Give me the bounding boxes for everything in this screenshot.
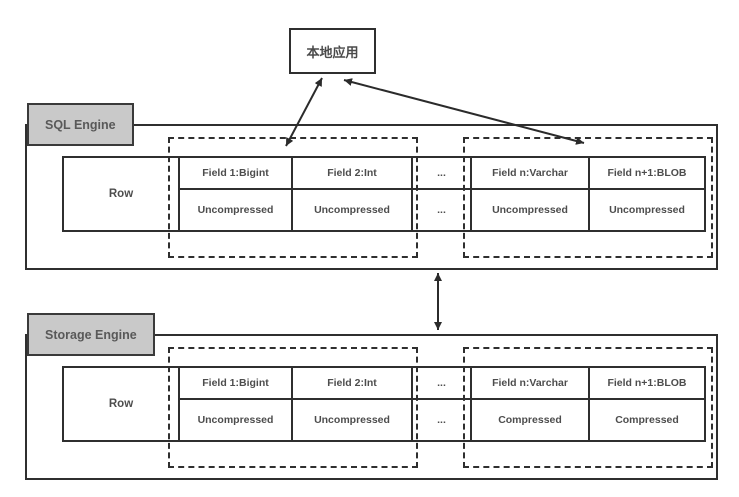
field-name: Field 2:Int: [293, 158, 411, 190]
sql-field-cell-blob: Field n+1:BLOB Uncompressed: [588, 156, 706, 232]
field-name: Field 1:Bigint: [180, 368, 291, 400]
storage-field-cells: Field 1:Bigint Uncompressed Field 2:Int …: [178, 366, 706, 442]
storage-uncompressed-dashed-group: [168, 347, 418, 468]
storage-field-cell-varchar: Field n:Varchar Compressed: [470, 366, 590, 442]
field-name: Field n:Varchar: [472, 158, 588, 190]
field-name: ...: [413, 368, 470, 400]
sql-field-cell-varchar: Field n:Varchar Uncompressed: [470, 156, 590, 232]
field-state: Uncompressed: [492, 204, 568, 216]
field-name: Field 2:Int: [293, 368, 411, 400]
field-name: Field n:Varchar: [472, 368, 588, 400]
sql-field-cell-bigint: Field 1:Bigint Uncompressed: [178, 156, 293, 232]
storage-row-label: Row: [108, 398, 134, 410]
sql-field-cells: Field 1:Bigint Uncompressed Field 2:Int …: [178, 156, 706, 232]
field-state: Uncompressed: [314, 414, 390, 426]
field-state: Compressed: [615, 414, 679, 426]
field-state: Compressed: [498, 414, 562, 426]
storage-field-cell-bigint: Field 1:Bigint Uncompressed: [178, 366, 293, 442]
field-name: ...: [413, 158, 470, 190]
sql-engine-label: SQL Engine: [27, 103, 134, 146]
storage-ellipsis-cell: ... ...: [411, 366, 472, 442]
sql-fixed-fields-dashed-group: [168, 137, 418, 258]
field-name: Field 1:Bigint: [180, 158, 291, 190]
storage-engine-label: Storage Engine: [27, 313, 155, 356]
sql-field-cell-int: Field 2:Int Uncompressed: [291, 156, 413, 232]
storage-row-box: Row: [62, 366, 180, 442]
field-state: ...: [437, 204, 446, 216]
sql-row-box: Row: [62, 156, 180, 232]
field-name: Field n+1:BLOB: [590, 368, 704, 400]
local-app-box: 本地应用: [289, 28, 376, 74]
field-state: Uncompressed: [197, 204, 274, 216]
field-state: Uncompressed: [314, 204, 390, 216]
local-app-label: 本地应用: [306, 44, 359, 60]
storage-field-cell-blob: Field n+1:BLOB Compressed: [588, 366, 706, 442]
storage-field-cell-int: Field 2:Int Uncompressed: [291, 366, 413, 442]
field-state: ...: [437, 414, 446, 426]
sql-ellipsis-cell: ... ...: [411, 156, 472, 232]
sql-variable-fields-dashed-group: [463, 137, 713, 258]
storage-engine-label-text: Storage Engine: [45, 327, 137, 342]
storage-compressed-dashed-group: [463, 347, 713, 468]
field-name: Field n+1:BLOB: [590, 158, 704, 190]
sql-row-label: Row: [108, 188, 134, 200]
sql-engine-section: SQL Engine Row Field 1:Bigint Uncompress…: [0, 103, 739, 303]
sql-engine-label-text: SQL Engine: [45, 117, 116, 132]
storage-engine-section: Storage Engine Row Field 1:Bigint Uncomp…: [0, 313, 739, 497]
field-state: Uncompressed: [197, 414, 274, 426]
field-state: Uncompressed: [609, 204, 685, 216]
